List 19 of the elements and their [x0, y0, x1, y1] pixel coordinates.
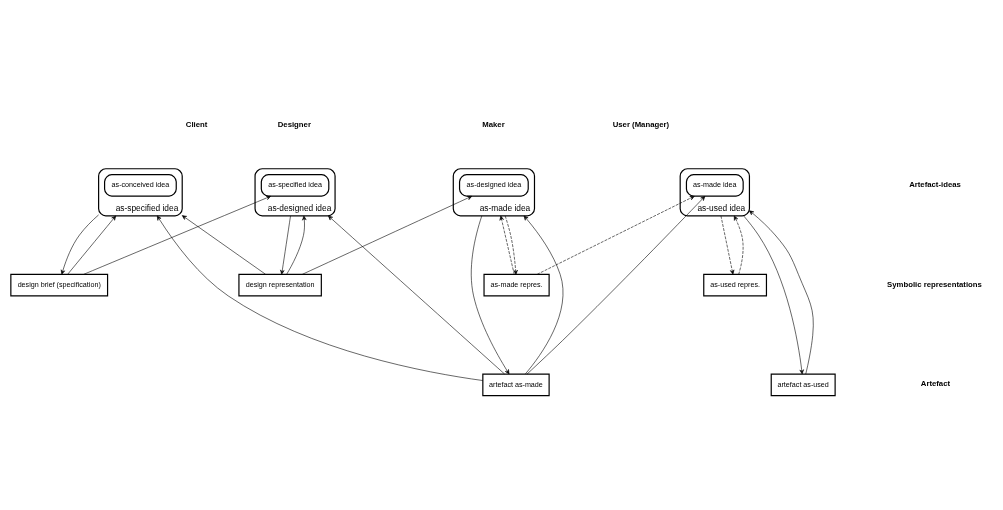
arrow	[499, 215, 515, 275]
arrow	[181, 215, 266, 275]
arrow	[504, 215, 518, 275]
arrow	[156, 215, 484, 381]
arrow	[60, 214, 99, 275]
arrow	[733, 215, 744, 275]
arrow	[286, 215, 307, 275]
arrow	[83, 195, 271, 275]
arrow	[67, 215, 117, 275]
arrow	[328, 215, 505, 375]
arrow	[470, 215, 510, 375]
arrow	[280, 215, 291, 275]
arrow	[301, 195, 473, 275]
arrow	[743, 215, 804, 375]
arrow	[749, 210, 814, 375]
arrow	[720, 215, 735, 275]
arrow	[526, 196, 706, 375]
arrow	[536, 195, 695, 275]
arrow	[523, 215, 564, 375]
